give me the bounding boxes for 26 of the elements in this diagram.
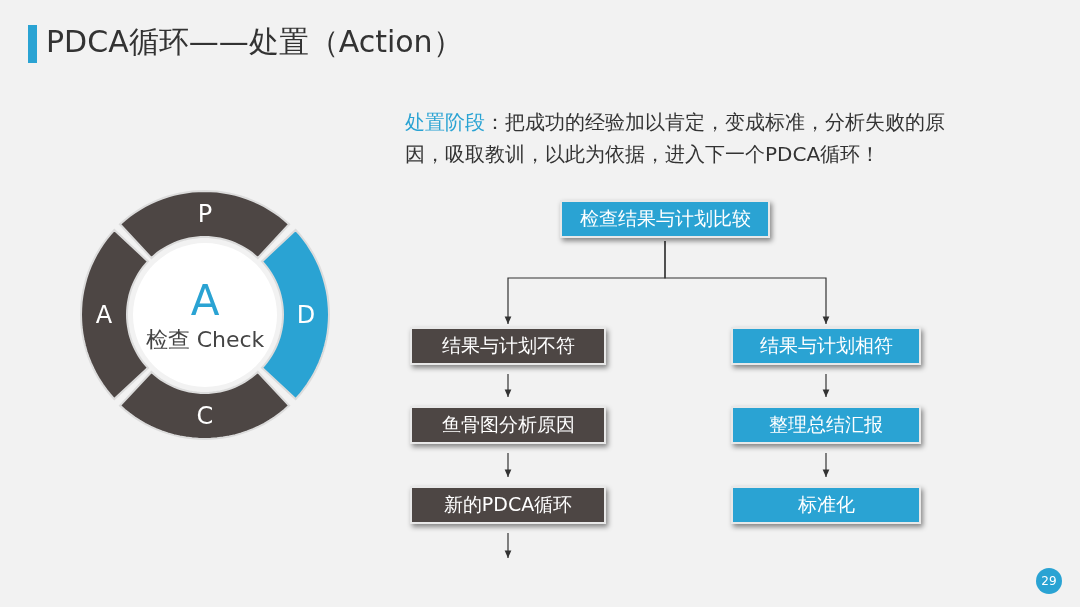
arrow [664,240,830,325]
ring-segment [262,230,329,400]
process-box: 新的PDCA循环 [410,486,606,524]
arrow [504,452,512,478]
segment-letter: D [296,301,316,329]
page-number: 29 [1036,568,1062,594]
segment-letter: C [196,402,214,430]
center-label: 检查 Check [145,325,265,354]
description-text: 处置阶段：把成功的经验加以肯定，变成标准，分析失败的原因，吸取教训，以此为依据，进入下一个PDCA循环！ [405,109,946,168]
process-box: 整理总结汇报 [731,406,921,444]
process-box: 检查结果与计划比较 [560,200,770,238]
process-box: 鱼骨图分析原因 [410,406,606,444]
arrow [504,373,512,398]
arrow [504,532,512,559]
arrow [822,452,830,478]
ring-segment [120,191,290,258]
segment-letter: P [197,200,213,228]
slide-title: PDCA循环——处置（Action） [46,23,463,61]
process-box: 标准化 [731,486,921,524]
segment-letter: A [95,301,113,329]
arrow [822,373,830,398]
ring-segment [120,372,290,439]
ring-segment [81,230,148,400]
center-letter: A [190,275,220,325]
process-box: 结果与计划不符 [410,327,606,365]
process-box: 结果与计划相符 [731,327,921,365]
